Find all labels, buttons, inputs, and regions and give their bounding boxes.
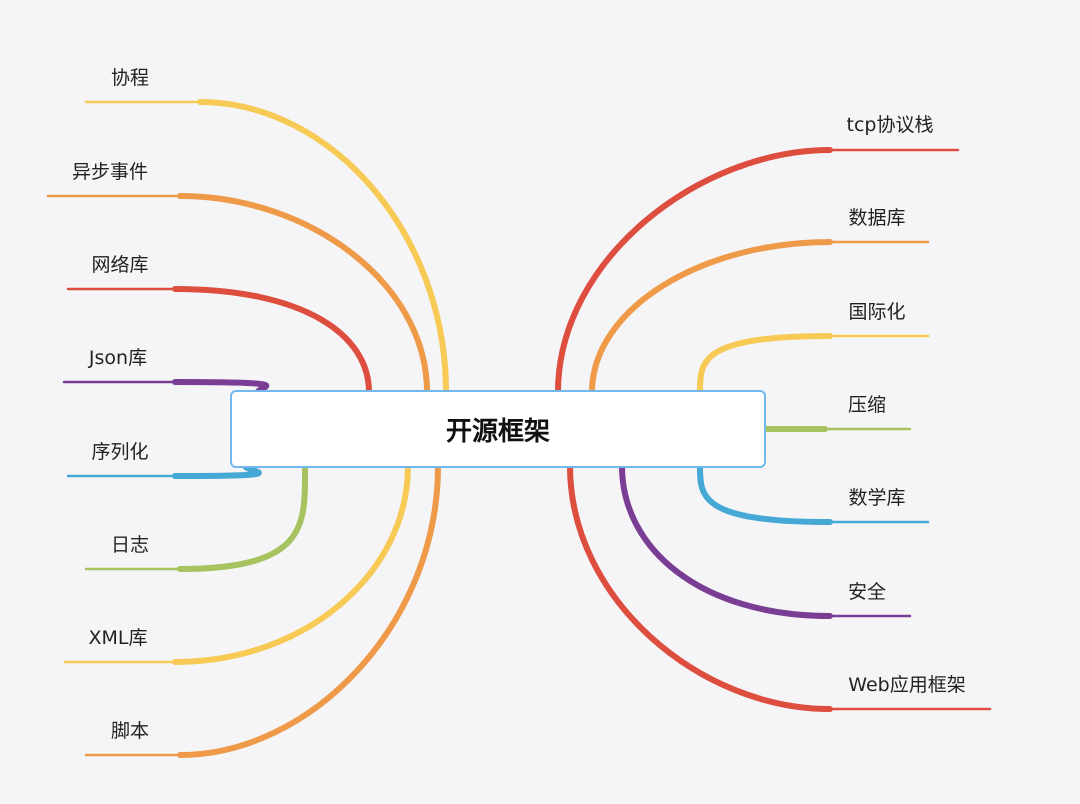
branch-label[interactable]: 协程 [111, 67, 149, 89]
branch-label[interactable]: 日志 [111, 534, 149, 556]
branch-label[interactable]: 数据库 [848, 207, 905, 229]
branch-connector [589, 239, 833, 395]
branch-connector [197, 99, 449, 395]
branch-label[interactable]: 压缩 [848, 394, 886, 416]
branch-connector [172, 286, 372, 395]
branch-connector [555, 147, 833, 395]
branch-label[interactable]: 安全 [848, 581, 886, 603]
branch-connector [567, 463, 833, 712]
branch-connector [697, 333, 833, 395]
branch-left-6[interactable]: 日志 [84, 463, 309, 572]
branch-connector [177, 193, 430, 395]
branch-left-3[interactable]: 网络库 [66, 254, 372, 395]
branch-right-3[interactable]: 国际化 [697, 301, 930, 395]
branch-right-5[interactable]: 数学库 [697, 463, 930, 525]
branch-label[interactable]: Web应用框架 [848, 674, 965, 696]
branch-label[interactable]: XML库 [89, 627, 148, 649]
branch-label[interactable]: Json库 [88, 347, 147, 369]
branch-connector [177, 463, 441, 758]
branch-connector [619, 463, 833, 619]
branch-left-8[interactable]: 脚本 [84, 463, 441, 758]
branch-connector [177, 463, 309, 572]
branch-connector [172, 463, 411, 665]
branch-left-1[interactable]: 协程 [84, 67, 449, 395]
branch-label[interactable]: 国际化 [848, 301, 905, 323]
branch-left-7[interactable]: XML库 [63, 463, 411, 665]
branch-right-6[interactable]: 安全 [619, 463, 912, 619]
branch-right-4[interactable]: 压缩 [762, 394, 912, 432]
branch-connector [697, 463, 833, 525]
branch-label[interactable]: 脚本 [111, 720, 149, 742]
central-topic-node[interactable]: 开源框架 [230, 390, 766, 468]
branch-left-2[interactable]: 异步事件 [46, 161, 430, 395]
branch-right-2[interactable]: 数据库 [589, 207, 930, 395]
branch-label[interactable]: 网络库 [91, 254, 148, 276]
branch-right-1[interactable]: tcp协议栈 [555, 114, 960, 395]
branch-label[interactable]: 序列化 [91, 441, 148, 463]
branch-right-7[interactable]: Web应用框架 [567, 463, 992, 712]
branch-label[interactable]: 数学库 [848, 487, 905, 509]
branch-label[interactable]: 异步事件 [72, 161, 148, 183]
branch-label[interactable]: tcp协议栈 [847, 114, 934, 136]
central-topic-label: 开源框架 [445, 416, 550, 447]
branch-left-4[interactable]: Json库 [62, 347, 270, 395]
